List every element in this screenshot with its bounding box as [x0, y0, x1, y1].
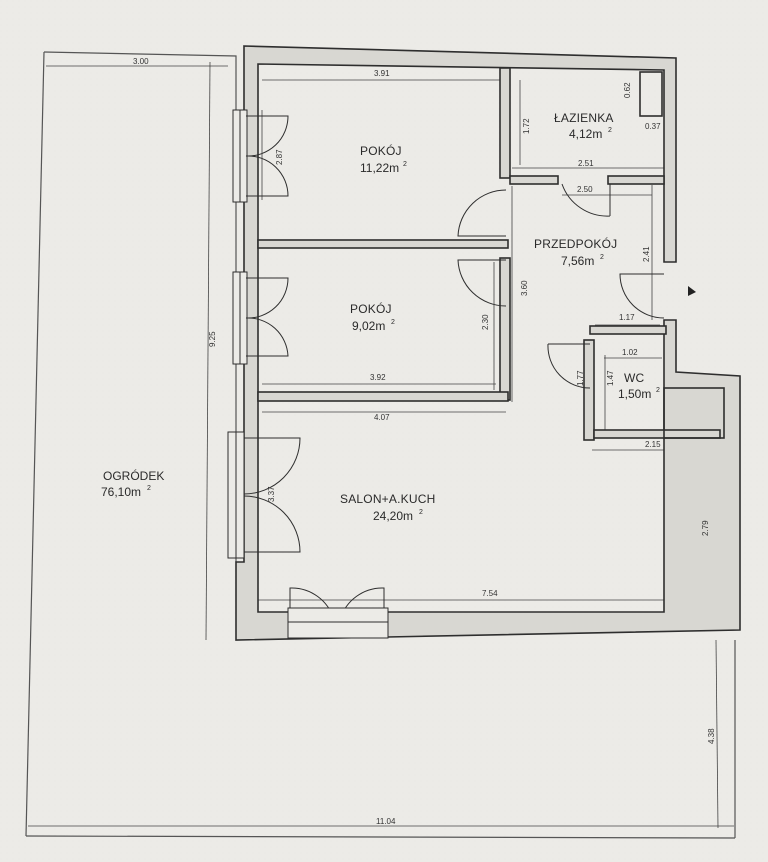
dim-salon-right-height: 2.79 — [701, 520, 710, 536]
dim-wc-height-inner: 1.47 — [606, 370, 615, 386]
room-name-pokoj1: POKÓJ — [360, 143, 402, 158]
walls — [235, 45, 741, 641]
dim-lazienka-height: 1.72 — [522, 118, 531, 134]
room-area-pokoj1: 11,22m — [360, 161, 399, 175]
dim-garden-top: 3.00 — [133, 57, 149, 66]
area-sup-pokoj1: 2 — [403, 161, 407, 168]
room-area-pokoj2: 9,02m — [352, 319, 385, 333]
dim-pokoj2-height: 2.30 — [481, 314, 490, 330]
dim-corridor-height: 2.41 — [642, 246, 651, 262]
interior-doors — [457, 183, 665, 389]
dim-corridor-width: 2.50 — [577, 185, 593, 194]
dim-lazienka-corner-h: 0.37 — [645, 122, 661, 131]
room-name-lazienka: ŁAZIENKA — [554, 111, 614, 125]
garden-outline — [25, 51, 736, 839]
window-swings — [243, 115, 385, 628]
dim-wc-outer: 1.17 — [619, 313, 635, 322]
room-name-przedpokoj: PRZEDPOKÓJ — [534, 236, 617, 251]
room-wc: WC 1,50m 2 — [618, 371, 660, 401]
room-area-salon: 24,20m — [373, 509, 413, 523]
area-sup-pokoj2: 2 — [391, 319, 395, 326]
room-name-wc: WC — [624, 371, 645, 385]
room-area-wc: 1,50m — [618, 387, 651, 401]
room-name-pokoj2: POKÓJ — [350, 301, 392, 316]
room-pokoj2: POKÓJ 9,02m 2 — [350, 301, 395, 333]
dim-salon-top: 4.07 — [374, 413, 390, 422]
room-area-lazienka: 4,12m — [569, 127, 602, 141]
room-name-salon: SALON+A.KUCH — [340, 492, 435, 506]
entrance-arrow-icon — [688, 286, 696, 296]
dim-total-width: 11.04 — [376, 817, 396, 826]
garden-label: OGRÓDEK 76,10m 2 — [101, 468, 164, 499]
area-sup-przedpokoj: 2 — [600, 254, 604, 261]
dim-lazienka-corner-v: 0.62 — [623, 82, 632, 98]
dim-pokoj2-width: 3.92 — [370, 373, 386, 382]
garden-area: 76,10m — [101, 485, 141, 499]
area-sup-lazienka: 2 — [608, 127, 612, 134]
dim-salon-width: 7.54 — [482, 589, 498, 598]
dim-pokoj1-width: 3.91 — [374, 69, 390, 78]
dim-wc-height-outer: 1.77 — [576, 370, 585, 386]
windows-left — [227, 109, 248, 559]
room-przedpokoj: PRZEDPOKÓJ 7,56m 2 — [534, 236, 617, 268]
room-pokoj1: POKÓJ 11,22m 2 — [360, 143, 407, 175]
area-sup-garden: 2 — [147, 485, 151, 492]
dimension-labels: 3.00 3.91 2.87 1.72 0.62 0.37 2.51 2.50 … — [133, 57, 716, 826]
dim-salon-right-top: 2.15 — [645, 440, 661, 449]
dim-lazienka-width: 2.51 — [578, 159, 594, 168]
balcony-door — [287, 607, 389, 639]
room-salon: SALON+A.KUCH 24,20m 2 — [340, 492, 435, 523]
dim-pokoj1-height: 2.87 — [275, 149, 284, 165]
dim-garden-bottom-height: 4.38 — [707, 728, 716, 744]
dim-wc-inner: 1.02 — [622, 348, 638, 357]
room-area-przedpokoj: 7,56m — [561, 254, 594, 268]
dim-hall-height: 3.60 — [520, 280, 529, 296]
dim-garden-height: 9.25 — [208, 331, 217, 347]
dim-salon-window-height: 3.37 — [267, 486, 276, 502]
area-sup-salon: 2 — [419, 509, 423, 516]
room-lazienka: ŁAZIENKA 4,12m 2 — [554, 111, 614, 141]
garden-name: OGRÓDEK — [103, 468, 164, 483]
area-sup-wc: 2 — [656, 387, 660, 394]
